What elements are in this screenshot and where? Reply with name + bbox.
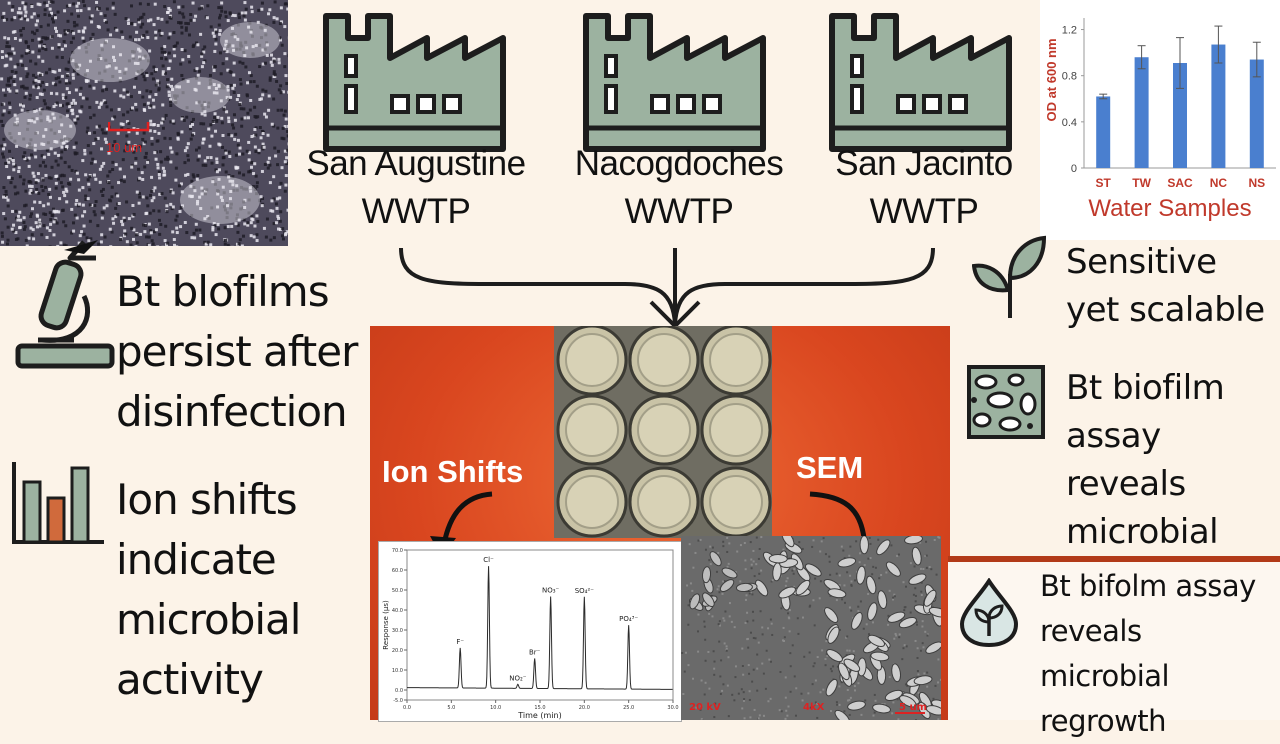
text-line: indicate <box>116 530 300 590</box>
sem-mag: 4kX <box>803 702 824 713</box>
chrom-xtick: 30.0 <box>667 705 678 711</box>
leaf-drop-icon <box>958 578 1020 648</box>
well-plate-wells <box>554 326 772 538</box>
left-point-2: Ion shifts indicate microbial activity <box>116 470 300 710</box>
chrom-peak-label: PO₄³⁻ <box>619 615 638 623</box>
chrom-ylabel: Response (µs) <box>382 600 390 650</box>
text-line: Ion shifts <box>116 470 300 530</box>
factory-icon <box>582 8 767 153</box>
wwtp-name-line2: WWTP <box>288 192 544 232</box>
chrom-ytick: -5.0 <box>393 698 403 704</box>
wwtp-name-line1: San Jacinto <box>818 144 1030 184</box>
chrom-ytick: 20.0 <box>392 648 403 654</box>
sem-image: 20 kV 4kX 5 um <box>681 536 941 720</box>
bar-chart-icon <box>10 458 106 546</box>
chrom-xtick: 10.0 <box>490 705 501 711</box>
chrom-peak-label: NO₂⁻ <box>509 674 527 682</box>
wwtp-name-line2: WWTP <box>556 192 802 232</box>
chrom-xtick: 5.0 <box>447 705 455 711</box>
bar-category-label: TW <box>1132 176 1151 190</box>
chrom-xtick: 25.0 <box>623 705 634 711</box>
bar-category-label: NC <box>1210 176 1228 190</box>
bar-ytick: 0.8 <box>1062 71 1077 83</box>
chrom-ytick: 70.0 <box>392 548 403 554</box>
sem-label: SEM <box>796 450 863 486</box>
factory-icon <box>322 8 507 153</box>
bar-ytick: 0 <box>1071 163 1077 175</box>
text-line: Bt biofilm <box>1066 364 1280 412</box>
sprout-icon <box>972 234 1048 320</box>
chrom-ytick: 10.0 <box>392 668 403 674</box>
bar <box>1096 96 1110 168</box>
bar-ylabel: OD at 600 nm <box>1044 38 1059 121</box>
text-line: Bt bifolm assay <box>1040 564 1280 609</box>
biofilm-micrograph: 10 um <box>0 0 288 246</box>
right-point-1: Sensitive yet scalable <box>1066 238 1265 334</box>
text-line: persist after <box>116 322 357 382</box>
microscope-icon <box>14 236 120 376</box>
right-point-3: Bt bifolm assay reveals microbial regrow… <box>1040 564 1280 744</box>
text-line: disinfection <box>116 382 357 442</box>
text-line: microbial <box>116 590 300 650</box>
chrom-xtick: 0.0 <box>403 705 411 711</box>
text-line: microbial <box>1066 508 1280 556</box>
bar-ytick: 0.4 <box>1062 117 1077 129</box>
scale-bar <box>108 120 150 134</box>
chrom-ytick: 60.0 <box>392 568 403 574</box>
chrom-trace <box>407 566 673 689</box>
bar-category-label: SAC <box>1167 176 1193 190</box>
text-line: microbial regrowth <box>1040 654 1280 744</box>
bar-category-label: NS <box>1248 176 1265 190</box>
chrom-ytick: 50.0 <box>392 588 403 594</box>
wwtp-name-line1: Nacogdoches <box>556 144 802 184</box>
sem-scale: 5 um <box>899 702 927 713</box>
chrom-xtick: 20.0 <box>579 705 590 711</box>
summary-box: Bt bifolm assay reveals microbial regrow… <box>948 562 1280 720</box>
sem-texture <box>681 536 941 720</box>
chrom-xlabel: Time (min) <box>517 711 561 720</box>
factory-icon <box>828 8 1013 153</box>
chrom-peak-label: NO₃⁻ <box>542 587 560 595</box>
converging-arrow <box>395 240 940 330</box>
text-line: activity <box>116 650 300 710</box>
text-line: reveals <box>1040 609 1280 654</box>
left-point-1: Bt blofilms persist after disinfection <box>116 262 357 442</box>
chrom-peak-label: Cl⁻ <box>483 556 494 564</box>
text-line: Sensitive <box>1066 238 1265 286</box>
well-plate-photo <box>554 326 772 538</box>
chrom-peak-label: SO₄²⁻ <box>575 587 595 595</box>
bar <box>1135 57 1149 168</box>
chrom-ytick: 40.0 <box>392 608 403 614</box>
wwtp-name-line1: San Augustine <box>288 144 544 184</box>
text-line: yet scalable <box>1066 286 1265 334</box>
chrom-ytick: 0.0 <box>395 688 403 694</box>
text-line: assay reveals <box>1066 412 1280 508</box>
chrom-ytick: 30.0 <box>392 628 403 634</box>
scale-bar-label: 10 um <box>106 140 142 155</box>
biofilm-icon <box>966 364 1046 440</box>
text-line: Bt blofilms <box>116 262 357 322</box>
bar-category-label: ST <box>1096 176 1112 190</box>
wwtp-name-line2: WWTP <box>818 192 1030 232</box>
bar-chart-plot: 0 0.4 0.8 1.2ST TW SAC NC NS OD at 600 nm Water S… <box>1040 0 1280 240</box>
bar-xlabel: Water Samples <box>1088 195 1251 222</box>
bar-ytick: 1.2 <box>1062 25 1077 37</box>
chrom-peak-label: F⁻ <box>456 638 464 646</box>
chrom-peak-label: Br⁻ <box>529 648 541 656</box>
sem-kv: 20 kV <box>689 702 721 713</box>
